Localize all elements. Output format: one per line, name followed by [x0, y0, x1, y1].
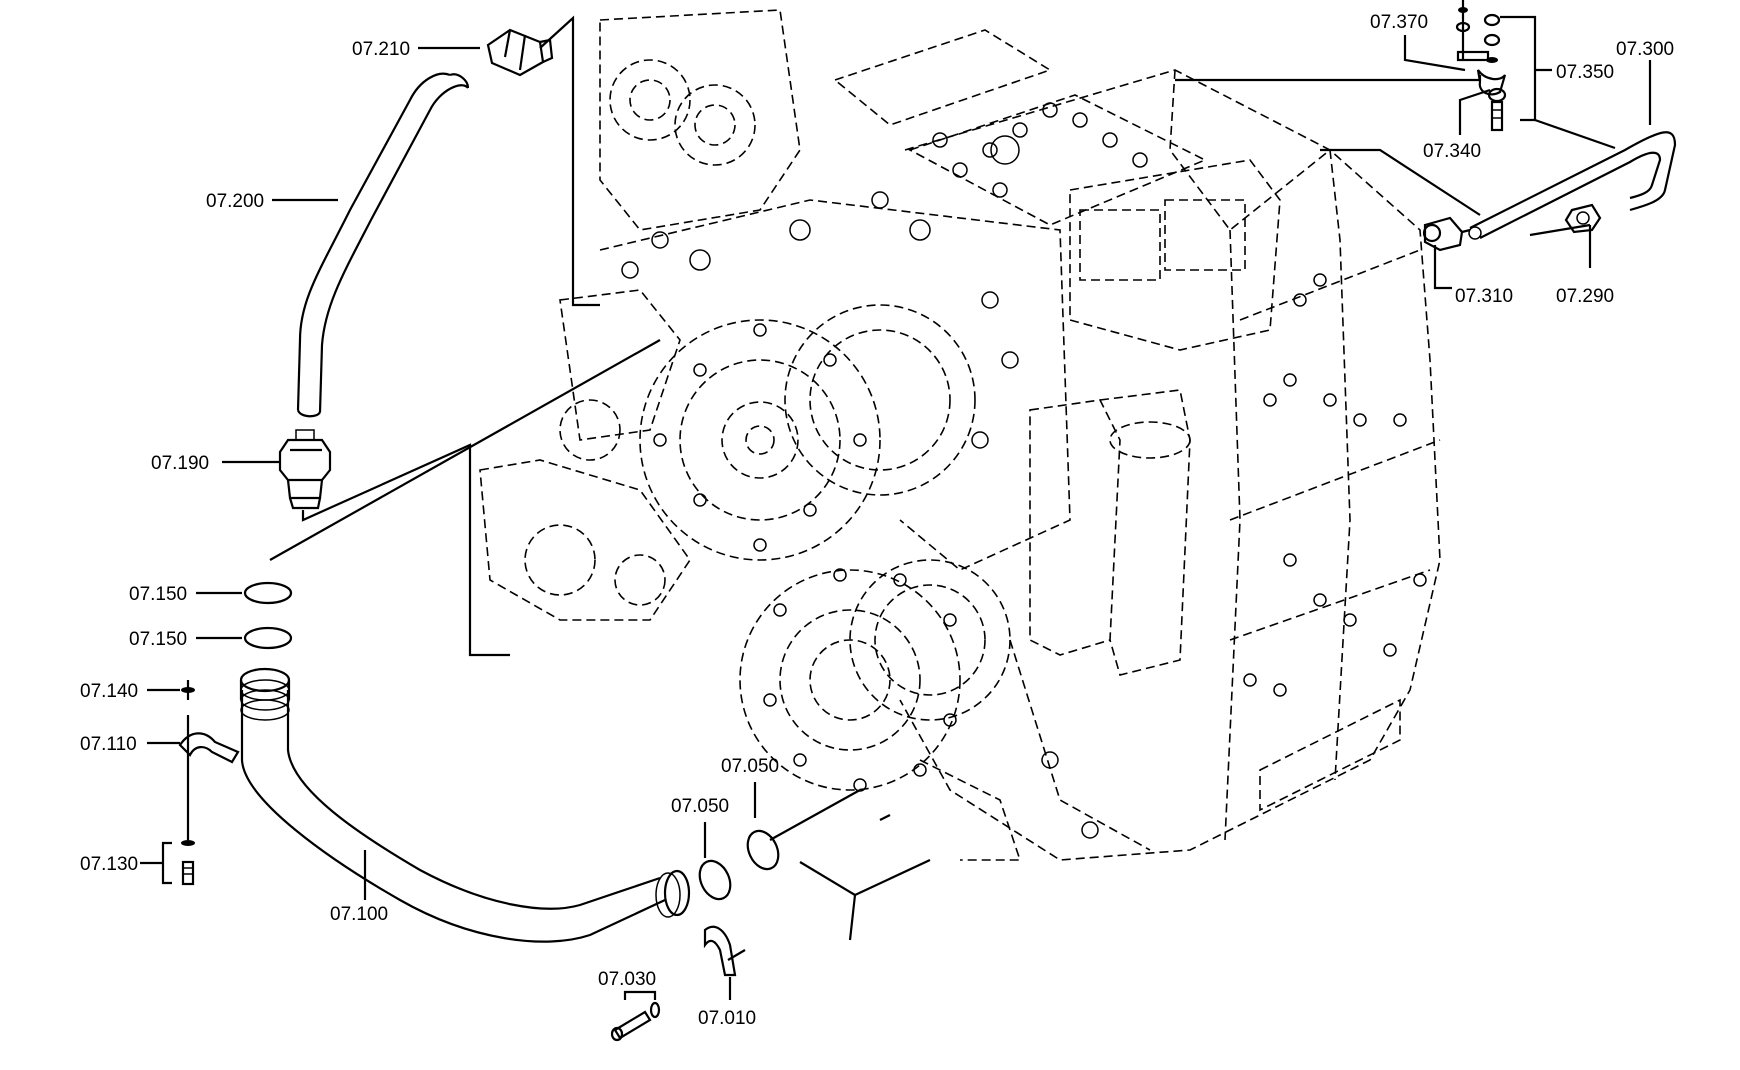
label-07210: 07.210 [352, 39, 410, 60]
part-07050-o-rings [698, 829, 780, 901]
part-07370-hardware [1455, 0, 1490, 62]
transmission-housing [479, 9, 1441, 861]
label-07350: 07.350 [1556, 62, 1614, 83]
label-07050-b: 07.050 [721, 756, 779, 777]
label-07130: 07.130 [80, 854, 138, 875]
part-07340-hardware [1487, 87, 1507, 132]
part-07190-adapter [278, 429, 332, 510]
label-07050-a: 07.050 [671, 796, 729, 817]
label-07300: 07.300 [1616, 39, 1674, 60]
label-07010: 07.010 [698, 1008, 756, 1029]
part-07150-o-rings [243, 581, 293, 650]
label-07370: 07.370 [1370, 12, 1428, 33]
label-07340: 07.340 [1423, 141, 1481, 162]
part-07210-fitting [486, 28, 554, 77]
part-07290-fitting [1564, 203, 1602, 234]
label-07030: 07.030 [598, 969, 656, 990]
part-07200-hose [296, 72, 470, 418]
part-07310-fitting [1422, 216, 1471, 252]
part-07010-clip [703, 925, 746, 977]
part-07100-pipe [239, 667, 691, 943]
part-07030-screw [610, 1001, 661, 1042]
part-07140-washer [181, 680, 195, 700]
part-07130-screw [181, 840, 195, 886]
label-07100: 07.100 [330, 904, 388, 925]
label-07150-b: 07.150 [129, 629, 187, 650]
label-07310: 07.310 [1455, 286, 1513, 307]
label-07140: 07.140 [80, 681, 138, 702]
label-07200: 07.200 [206, 191, 264, 212]
label-07190: 07.190 [151, 453, 209, 474]
part-labels: 07.210 07.200 07.190 07.150 07.150 07.14… [80, 12, 1674, 1029]
label-07150-a: 07.150 [129, 584, 187, 605]
label-07110: 07.110 [80, 734, 137, 755]
part-07110-clip [178, 715, 240, 840]
leader-lines [140, 15, 1652, 1000]
part-07300-tube [1468, 131, 1677, 240]
part-07350-hardware [1476, 13, 1507, 96]
label-07290: 07.290 [1556, 286, 1614, 307]
